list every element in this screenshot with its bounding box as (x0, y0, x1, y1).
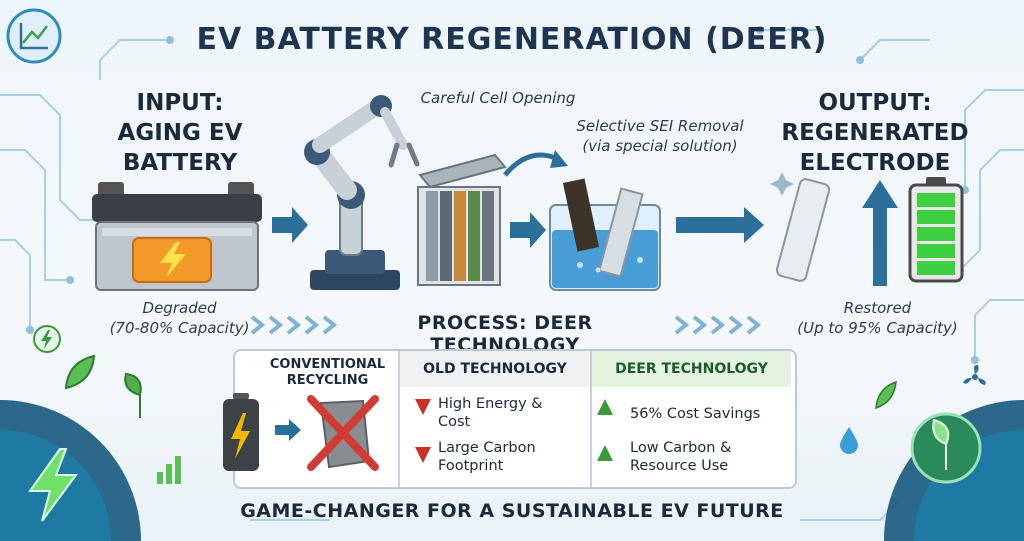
battery-cell-pack-icon (417, 153, 507, 286)
sei-label: Selective SEI Removal (via special solut… (560, 116, 760, 156)
output-caption: Restored (Up to 95% Capacity) (770, 298, 985, 338)
fan-icon (963, 364, 986, 385)
old-item: Large Carbon Footprint (438, 439, 536, 475)
bar-chart-icon (157, 456, 181, 484)
divider (590, 351, 592, 487)
deer-item: Low Carbon & Resource Use (630, 439, 731, 475)
leaf-icon (910, 412, 982, 484)
bolt-icon (33, 325, 61, 353)
input-caption-line: Degraded (142, 299, 217, 317)
arrow-down-icon (415, 399, 431, 415)
old-item: High Energy & Cost (438, 395, 543, 431)
input-caption: Degraded (70-80% Capacity) (72, 298, 287, 338)
flow-arrow-1 (272, 207, 308, 243)
curved-arrow (503, 150, 568, 177)
arrow-right-icon (275, 419, 301, 441)
divider (398, 351, 400, 487)
output-heading-line: ELECTRODE (799, 150, 951, 176)
input-heading: INPUT: AGING EV BATTERY (80, 88, 280, 178)
deer-item-line: 56% Cost Savings (630, 406, 761, 422)
leaf-icon (124, 372, 142, 418)
footer-tagline: GAME-CHANGER FOR A SUSTAINABLE EV FUTURE (240, 500, 784, 522)
chart-icon (6, 8, 62, 64)
arrow-up-icon (597, 445, 613, 461)
arrow-down-icon (415, 447, 431, 463)
input-heading-line: BATTERY (122, 150, 238, 176)
deer-tech-heading: DEER TECHNOLOGY (592, 351, 791, 387)
conventional-line: CONVENTIONAL (269, 357, 386, 372)
old-item-line: Large Carbon (438, 440, 536, 456)
up-arrow-icon (862, 180, 898, 286)
conventional-heading: CONVENTIONAL RECYCLING (265, 357, 390, 389)
page-title: EV BATTERY REGENERATION (DEER) (196, 22, 828, 57)
output-heading-line: OUTPUT: (818, 90, 932, 116)
old-tech-heading: OLD TECHNOLOGY (400, 351, 590, 387)
input-caption-line: (70-80% Capacity) (109, 319, 250, 337)
car-battery-icon (92, 182, 262, 291)
old-item-line: Footprint (438, 458, 504, 474)
arrow-up-icon (597, 399, 613, 415)
process-chevrons-right (674, 315, 762, 335)
leaf-icon (875, 380, 897, 410)
old-item-line: High Energy & (438, 396, 543, 412)
battery-full-icon (908, 177, 964, 283)
output-caption-line: (Up to 95% Capacity) (797, 319, 958, 337)
process-chevrons-left (250, 315, 338, 335)
bolt-icon (28, 448, 78, 522)
crossed-battery-icon (307, 395, 379, 471)
output-caption-line: Restored (843, 299, 912, 317)
flow-arrow-3 (676, 207, 764, 243)
sei-label-line: (via special solution) (582, 137, 738, 155)
electrode-icon (770, 172, 831, 282)
water-drop-icon (840, 427, 858, 454)
input-heading-line: INPUT: (136, 90, 224, 116)
sei-label-line: Selective SEI Removal (576, 117, 744, 135)
comparison-panel: CONVENTIONAL RECYCLING OLD TECHNOLOGY DE… (223, 349, 797, 489)
flow-arrow-2 (510, 212, 546, 248)
robotic-arm-icon (304, 95, 420, 290)
input-heading-line: AGING EV (117, 120, 243, 146)
conventional-line: RECYCLING (286, 373, 369, 388)
leaf-icon (64, 354, 96, 390)
opening-label: Careful Cell Opening (420, 89, 576, 107)
deer-item: 56% Cost Savings (630, 405, 760, 423)
output-heading: OUTPUT: REGENERATED ELECTRODE (775, 88, 975, 178)
battery-icon (223, 393, 259, 471)
old-item-line: Cost (438, 414, 471, 430)
solution-tank-icon (549, 178, 661, 291)
deer-item-line: Low Carbon & (630, 440, 732, 456)
deer-item-line: Resource Use (630, 458, 729, 474)
output-heading-line: REGENERATED (781, 120, 969, 146)
